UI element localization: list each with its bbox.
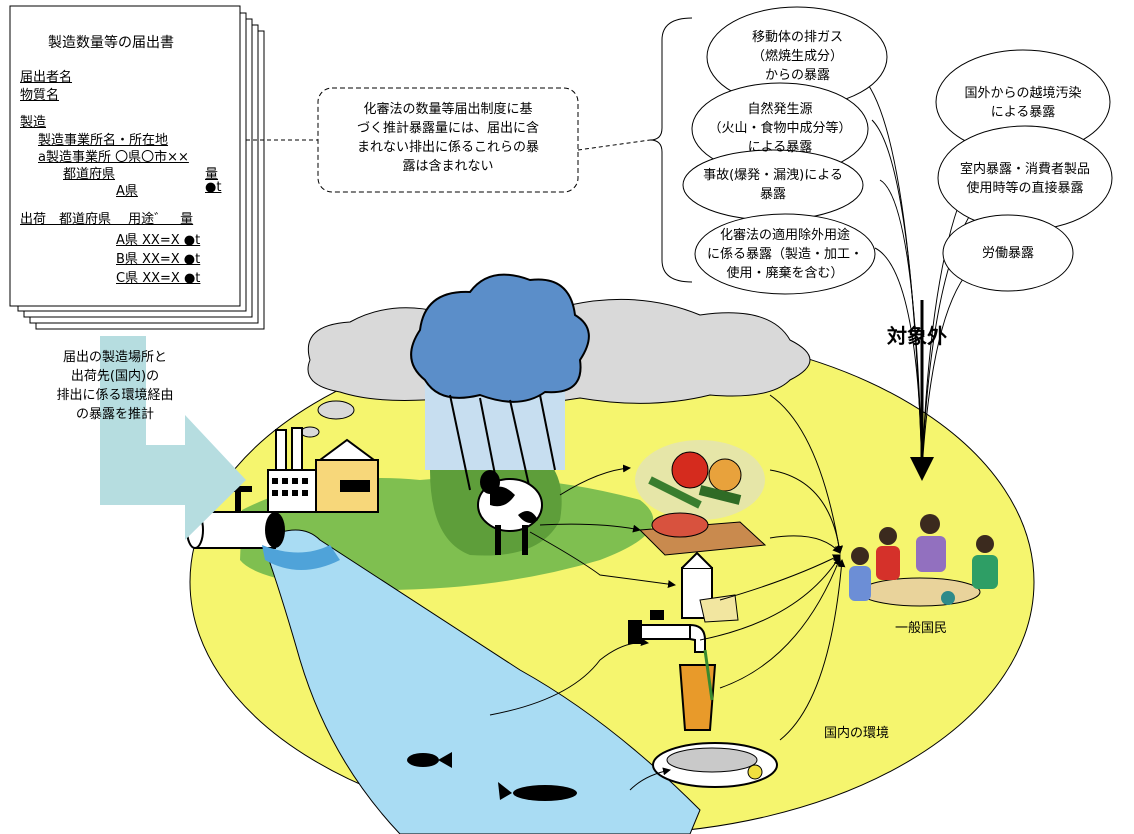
callout-box <box>317 87 579 193</box>
faucet-icon <box>628 610 706 653</box>
pref-row-left: A県 <box>116 184 138 199</box>
excluded-label: 対象外 <box>887 324 947 348</box>
milk-icon <box>681 551 739 623</box>
excluded-item-exempt-use: 化審法の適用除外用途 に係る暴露（製造・加工・ 使用・廃棄を含む） <box>706 228 863 281</box>
pref-header-left: 都道府県 <box>63 167 116 182</box>
factory-icon <box>267 427 379 513</box>
estimate-arrow <box>100 336 246 540</box>
river <box>261 529 701 834</box>
fish-icon-2 <box>498 782 577 801</box>
excluded-ellipses <box>682 6 1113 295</box>
site-header: 製造事業所名・所在地 <box>38 133 169 148</box>
pref-row-right: ●t <box>205 180 222 195</box>
excluded-item-occupational: 労働暴露 <box>981 246 1034 261</box>
notification-document <box>9 5 265 330</box>
brace <box>649 17 693 283</box>
rain-cloud-icon <box>410 273 590 501</box>
juice-icon <box>678 649 717 731</box>
excluded-item-indoor: 室内暴露・消費者製品 使用時等の直接暴露 <box>959 162 1090 196</box>
cow-icon <box>477 470 543 555</box>
environment-label: 国内の環境 <box>824 726 890 741</box>
shipment-row: B県 XX=X ●t <box>116 252 201 267</box>
manufacture-label: 製造 <box>20 115 47 130</box>
meat-icon <box>638 512 767 556</box>
estimate-note: 届出の製造場所と 出荷先(国内)の 排出に係る環境経由 の暴露を推計 <box>56 350 174 422</box>
excluded-item-accident: 事故(爆発・漏洩)による 暴露 <box>703 168 843 202</box>
people-label: 一般国民 <box>895 621 948 636</box>
flow-arrows <box>489 394 846 791</box>
fish-dish-icon <box>652 742 778 788</box>
pref-header-right: 量 <box>205 167 219 182</box>
excluded-item-exhaust: 移動体の排ガス （燃焼生成分） からの暴露 <box>751 30 843 83</box>
shipment-row: A県 XX=X ●t <box>116 233 201 248</box>
document-title: 製造数量等の届出書 <box>48 35 174 51</box>
substance-name: 物質名 <box>20 88 60 103</box>
reporter-name: 届出者名 <box>20 70 73 85</box>
shipment-header: 出荷 都道府県 用途゛ 量 <box>20 212 194 227</box>
excluded-item-transboundary: 国外からの越境汚染 による暴露 <box>964 86 1082 120</box>
callout-text: 化審法の数量等届出制度に基 づく推計暴露量には、届出に含 まれない排出に係るこれ… <box>356 102 539 174</box>
people-eating-icon <box>849 514 998 607</box>
vegetables-icon <box>635 440 765 520</box>
site-row: a製造事業所 〇県〇市×× <box>38 150 189 165</box>
shipment-row: C県 XX=X ●t <box>116 271 201 286</box>
excluded-item-natural: 自然発生源 （火山・食物中成分等） による暴露 <box>708 102 852 155</box>
fish-icon <box>407 752 452 768</box>
